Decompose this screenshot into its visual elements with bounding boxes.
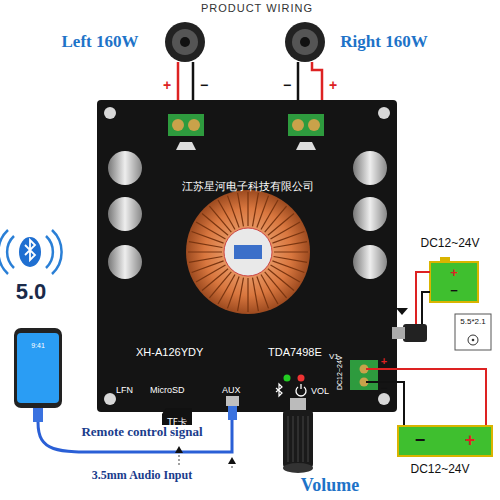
channel-label: Left 160W (62, 33, 139, 52)
voltage-label: DC12~24V (410, 463, 469, 476)
battery (398, 426, 492, 456)
phone (14, 328, 62, 408)
amplifier-board: 江苏星河电子科技有限公司XH-A126YDYTDA7498EV1LFNMicro… (97, 100, 397, 412)
power-wire (366, 382, 404, 426)
power-icon (296, 384, 306, 396)
clock-text: 9:41 (31, 342, 45, 350)
polarity-sign: + (450, 266, 458, 280)
polarity-sign: + (329, 78, 337, 93)
knob-label: Volume (301, 476, 359, 496)
power-label: DC12~24V (336, 356, 344, 390)
port-label: VOL (311, 387, 329, 397)
version-label: 5.0 (16, 280, 47, 304)
battery (430, 262, 478, 302)
screw-terminal (168, 114, 324, 150)
bluetooth-icon (276, 384, 282, 396)
power-wire (366, 369, 486, 426)
speaker (165, 22, 325, 62)
input-label: 3.5mm Audio Input (90, 469, 194, 482)
polarity-sign: − (381, 382, 387, 394)
port-label: AUX (222, 386, 241, 396)
polarity-sign: − (200, 78, 208, 93)
polarity-sign: + (163, 78, 171, 93)
amplifier-board (97, 100, 397, 412)
channel-label: Right 160W (340, 33, 427, 52)
chip-name: TDA7498E (268, 346, 322, 358)
company-name: 江苏星河电子科技有限公司 (182, 181, 314, 193)
polarity-sign: − (450, 284, 458, 298)
polarity-sign: + (381, 355, 387, 367)
capacitor (108, 151, 387, 279)
connector-size: 5.5*2.1 (460, 318, 485, 327)
port-label: MicroSD (150, 386, 185, 396)
volume-knob (283, 398, 313, 473)
signal-label: Remote control signal (79, 425, 204, 439)
mount-hole (104, 107, 390, 405)
audio-cable (38, 408, 232, 452)
dc-terminal (350, 360, 378, 390)
polarity-sign: + (465, 431, 476, 451)
title: PRODUCT WIRING (201, 2, 313, 14)
port-label: LFN (116, 386, 133, 396)
polarity-sign: − (415, 431, 426, 451)
dc-plug (392, 324, 427, 342)
polarity-sign: − (283, 78, 291, 93)
model-number: XH-A126YDY (136, 346, 203, 358)
voltage-label: DC12~24V (420, 237, 479, 250)
heatsink (186, 190, 310, 314)
bluetooth-logo (0, 230, 62, 274)
